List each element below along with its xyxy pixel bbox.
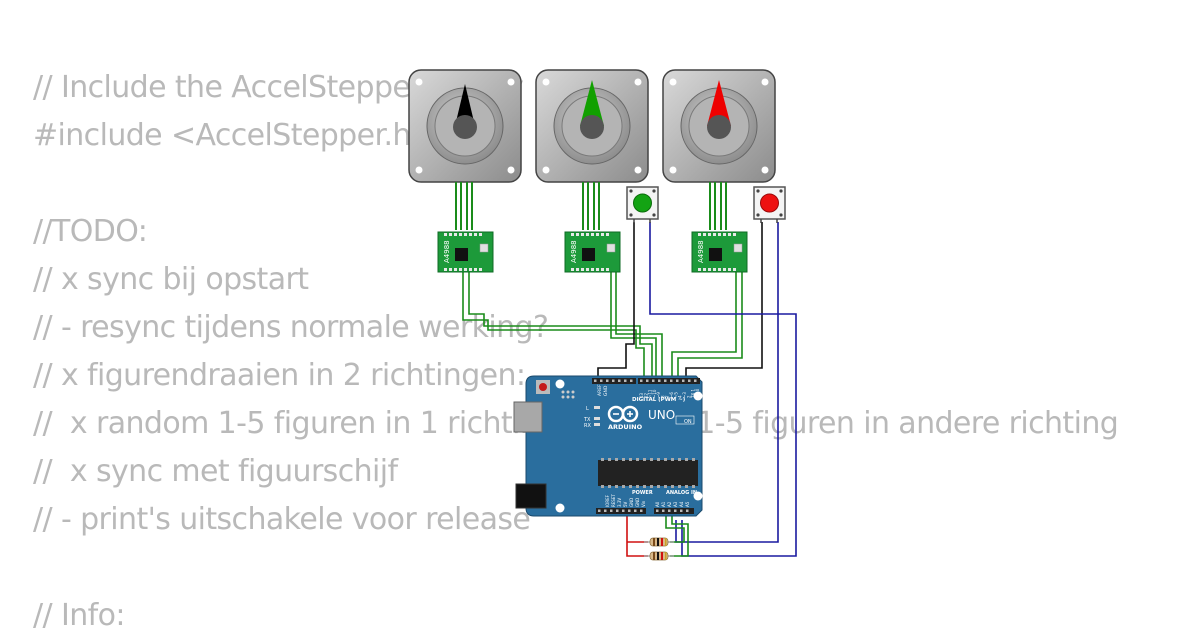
wire-red	[626, 510, 648, 557]
pin-label: A5	[685, 501, 690, 507]
driver-a4988-1: A4988	[437, 231, 494, 273]
led-tx-label: TX	[583, 417, 591, 423]
pin-label: 8	[661, 395, 666, 398]
pin-label: ~10	[652, 389, 657, 398]
analog-header-label: ANALOG IN	[666, 490, 697, 496]
pin-label: 7	[665, 395, 670, 398]
pin-label: ~3	[682, 392, 687, 398]
code-line: // x sync met figuurschijf	[33, 454, 398, 489]
stepper-motor-3	[662, 69, 776, 230]
arduino-brand: ARDUINO	[608, 423, 643, 431]
resistor-2	[644, 551, 674, 561]
resistor-1	[644, 537, 674, 547]
wire-green	[462, 272, 645, 378]
arduino-logo	[607, 405, 639, 423]
code-line: //TODO:	[33, 214, 148, 249]
motor-pointer	[580, 80, 604, 126]
code-line: // - print's uitschakele voor release	[33, 502, 531, 537]
arduino-model: UNO	[648, 408, 675, 422]
pin-label: A3	[673, 501, 678, 507]
pin-label: GND	[635, 498, 640, 507]
wire-green	[615, 272, 663, 378]
usb-connector	[513, 401, 543, 433]
wire-green	[671, 272, 737, 378]
pin-label: RESET	[611, 494, 616, 507]
driver-a4988-2: A4988	[564, 231, 621, 273]
motor-pointer	[455, 84, 475, 126]
wires	[462, 222, 797, 557]
pin-label: IOREF	[605, 494, 610, 507]
wire-black	[685, 222, 763, 378]
pin-label: A4	[679, 501, 684, 507]
pin-label: A2	[667, 501, 672, 507]
pin-label: 13	[639, 392, 644, 398]
wire-green	[665, 512, 685, 543]
led-l-label: L	[586, 406, 589, 412]
pin-label: Vin	[641, 500, 646, 507]
on-label: ON	[684, 419, 692, 425]
power-header-label: POWER	[632, 490, 653, 496]
code-line: // Info:	[33, 598, 125, 633]
stepper-motor-2	[535, 69, 649, 230]
pin-label: ~5	[673, 392, 678, 398]
reset-button	[539, 383, 547, 391]
icsp-header	[561, 390, 575, 399]
pin-label: A0	[655, 501, 660, 507]
pin-label: 12	[643, 392, 648, 398]
pin-label: TX 1	[691, 389, 696, 399]
power-jack	[515, 483, 547, 509]
gnd-label: GND	[603, 385, 609, 396]
driver-a4988-3: A4988	[691, 231, 748, 273]
microcontroller-chip	[598, 460, 698, 486]
stepper-motor-1	[408, 69, 522, 230]
pin-label: ~11	[648, 389, 653, 398]
led-rx-label: RX	[584, 423, 591, 429]
pin-label: ~9	[656, 392, 661, 398]
pin-label: A1	[661, 501, 666, 507]
wire-black	[597, 222, 635, 378]
wire-green	[677, 272, 743, 378]
pin-label: 4	[678, 395, 683, 398]
wire-blue	[649, 222, 797, 557]
pin-label: 5V	[623, 501, 628, 507]
code-line: // x figurendraaien in 2 richtingen:	[33, 358, 526, 393]
pin-label: RX 0	[695, 388, 700, 398]
push-button-green[interactable]	[626, 186, 659, 223]
button-cap	[633, 193, 652, 213]
wire-green	[468, 272, 653, 378]
pin-label: 3.3V	[617, 498, 622, 507]
pin-label: ~6	[669, 392, 674, 398]
pin-label: 2	[686, 395, 691, 398]
motor-pointer	[707, 80, 731, 126]
driver-label: A4988	[570, 240, 578, 263]
code-line: #include <AccelStepper.h>	[33, 118, 436, 153]
pin-label: GND	[629, 498, 634, 507]
driver-label: A4988	[697, 240, 705, 263]
aref-label: AREF	[597, 384, 603, 396]
digital-label: DIGITAL (PWM ~)	[632, 397, 686, 403]
wire-blue	[675, 222, 779, 543]
code-line: // x sync bij opstart	[33, 262, 309, 297]
wire-green	[670, 512, 689, 557]
push-button-red[interactable]	[753, 186, 786, 223]
button-cap	[760, 193, 779, 213]
code-line: // - resync tijdens normale werking?	[33, 310, 549, 345]
driver-label: A4988	[443, 240, 451, 263]
